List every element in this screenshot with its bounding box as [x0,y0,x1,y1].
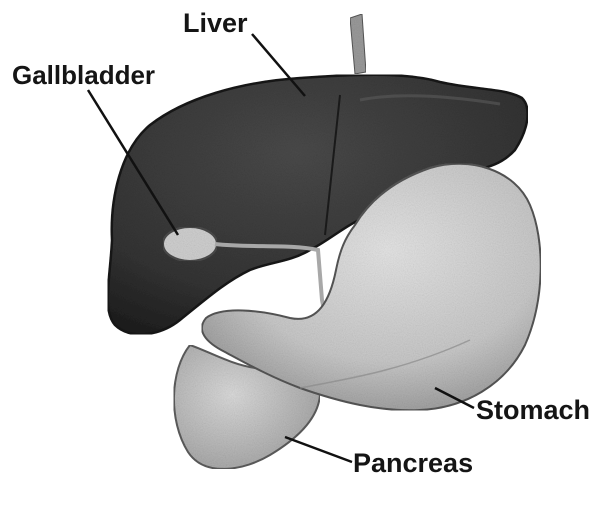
pancreas-label: Pancreas [353,450,473,477]
stomach-label: Stomach [476,397,590,424]
gallbladder-label: Gallbladder [12,62,155,88]
pancreas-leader-line [285,437,352,462]
esophagus [350,14,366,74]
liver-label: Liver [183,10,248,37]
gallbladder [163,227,217,261]
